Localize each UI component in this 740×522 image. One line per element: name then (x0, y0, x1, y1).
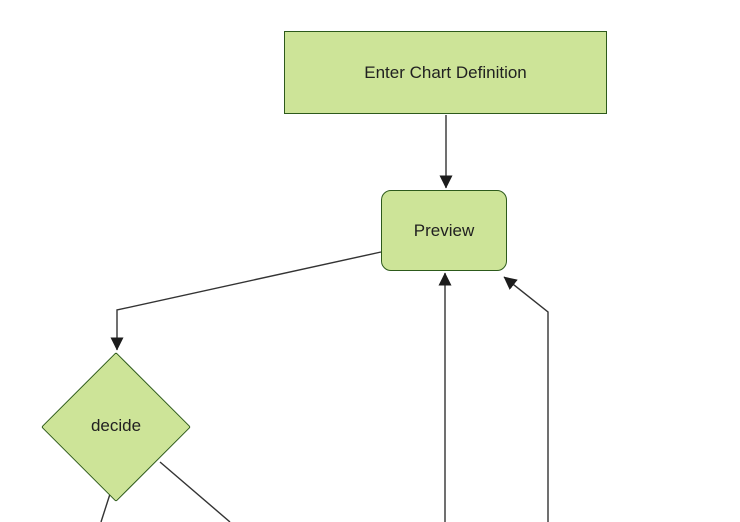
edge-offscreen-bottom-right-to-preview (503, 276, 549, 522)
node-preview: Preview (381, 190, 507, 271)
edge-preview-to-decide (110, 251, 382, 351)
edge-decide-to-offscreen-bottom-right (159, 461, 231, 522)
node-enter-chart-definition: Enter Chart Definition (284, 31, 607, 114)
edge-decide-to-offscreen-bottom-left (100, 493, 111, 522)
node-enter-chart-definition-label: Enter Chart Definition (364, 62, 527, 82)
node-preview-label: Preview (413, 220, 475, 240)
node-decide-label: decide (90, 416, 142, 435)
